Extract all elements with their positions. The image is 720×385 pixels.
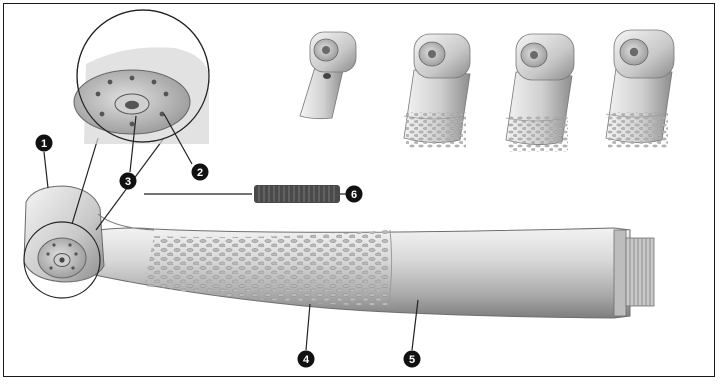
grip-texture bbox=[144, 226, 394, 311]
callout-4-label: 4 bbox=[303, 354, 310, 366]
rear-thread bbox=[626, 238, 654, 306]
variant-led-2 bbox=[506, 34, 574, 152]
callout-2: 2 bbox=[192, 164, 209, 181]
callout-3: 3 bbox=[120, 173, 137, 190]
callout-2-label: 2 bbox=[197, 167, 203, 179]
variant-led-1 bbox=[404, 34, 470, 148]
callout-5-label: 5 bbox=[409, 354, 415, 366]
variant-led-3 bbox=[606, 30, 674, 148]
handpiece-diagram: 1 2 3 4 5 6 bbox=[3, 3, 715, 377]
callout-3-label: 3 bbox=[125, 176, 131, 188]
callout-5: 5 bbox=[404, 351, 421, 368]
rear-collar bbox=[614, 230, 626, 316]
callout-1-label: 1 bbox=[41, 138, 47, 150]
callout-6-label: 6 bbox=[351, 189, 357, 201]
callout-4: 4 bbox=[298, 351, 315, 368]
callout-6: 6 bbox=[346, 186, 363, 203]
handpiece-illustration: 1 2 3 4 5 6 bbox=[4, 4, 716, 378]
variant-standard bbox=[300, 32, 356, 119]
spring-part bbox=[144, 185, 346, 203]
callout-1: 1 bbox=[36, 135, 53, 152]
main-handpiece bbox=[24, 186, 654, 318]
